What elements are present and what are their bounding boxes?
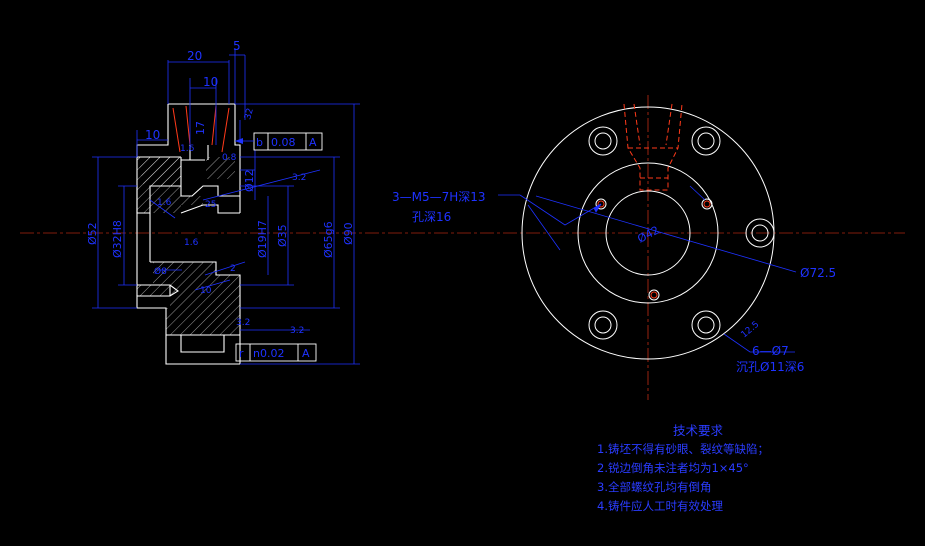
notes-item: 1.铸坯不得有砂眼、裂纹等缺陷；	[597, 442, 769, 456]
hole-note-2: 沉孔Ø11深6	[736, 360, 804, 374]
dim-d19h7: Ø19H7	[256, 220, 269, 258]
notes-title: 技术要求	[673, 423, 724, 438]
tolerance-top-datum: A	[309, 136, 317, 149]
tapped-hole-inner	[597, 200, 711, 299]
dim-d35: Ø35	[276, 224, 289, 247]
notes-item: 2.锐边倒角未注者均为1×45°	[597, 461, 749, 475]
ra-section-5: 3.2	[292, 173, 306, 183]
front-outline	[521, 106, 775, 360]
dim-17: 17	[194, 121, 207, 135]
dim-d42: Ø42	[635, 224, 661, 246]
centerlines	[20, 95, 905, 400]
dim-20: 20	[187, 49, 202, 63]
front-dimension-lines	[498, 185, 797, 353]
dim-5: 5	[233, 39, 241, 53]
ra-section-3: 1.6	[157, 198, 172, 208]
ra-front: 12.5	[740, 320, 762, 341]
dim-d32h8: Ø32H8	[111, 220, 124, 258]
s-10: 10	[200, 286, 212, 296]
tolerance-bottom-datum: A	[302, 347, 310, 360]
tolerance-bottom-symbol: r	[239, 347, 244, 360]
hidden-lines-section	[172, 105, 230, 153]
tolerance-frame-bottom: r n0.02 A	[235, 343, 317, 362]
ra-section-1: 0.8	[222, 153, 237, 163]
tolerance-top-value: 0.08	[271, 136, 296, 149]
ra-section-2: 1.6	[180, 144, 195, 154]
front-view: 3—M5—7H深13 孔深16 Ø42 Ø72.5 6—Ø7 沉孔Ø11深6 1…	[392, 103, 836, 374]
hole-note-1: 6—Ø7	[752, 344, 789, 358]
front-dimension-labels: 3—M5—7H深13 孔深16 Ø42 Ø72.5 6—Ø7 沉孔Ø11深6 1…	[392, 190, 836, 374]
section-dimension-lines	[92, 48, 360, 365]
section-hatch	[137, 157, 240, 335]
dim-d52: Ø52	[86, 222, 99, 245]
ra-section-7: 3.2	[290, 326, 304, 336]
dim-d12: Ø12	[243, 169, 256, 192]
thread-note-1: 3—M5—7H深13	[392, 190, 486, 204]
dim-d90: Ø90	[342, 222, 355, 245]
tolerance-frame-top: b 0.08 A	[235, 132, 323, 151]
section-dimension-labels: 20 5 10 10 17 32 Ø52 Ø32H8 Ø12 Ø19H7 Ø35…	[86, 39, 355, 336]
hidden-lines-front	[623, 103, 683, 191]
dim-d65g6: Ø65g6	[322, 221, 335, 258]
notes-item: 4.铸件应人工时有效处理	[597, 499, 723, 513]
s-25: 25	[205, 200, 216, 210]
dim-d72-5: Ø72.5	[800, 266, 836, 280]
dim-10-top: 10	[203, 75, 218, 89]
section-view: b 0.08 A r n0.02 A 20 5 10 10 17 32 Ø52 …	[86, 39, 360, 365]
thread-note-2: 孔深16	[412, 210, 451, 224]
tolerance-top-symbol: b	[256, 136, 263, 149]
notes-item: 3.全部螺纹孔均有倒角	[597, 480, 712, 494]
ra-32: 32	[243, 107, 256, 121]
s-phi8: Ø8	[154, 266, 167, 277]
tolerance-bottom-value: n0.02	[253, 347, 284, 360]
s-2: 2	[230, 264, 236, 274]
ra-section-6: 3.2	[236, 318, 250, 328]
technical-requirements: 技术要求 1.铸坯不得有砂眼、裂纹等缺陷； 2.锐边倒角未注者均为1×45° 3…	[597, 421, 769, 516]
dim-10-left: 10	[145, 128, 160, 142]
ra-section-4: 1.6	[184, 238, 199, 248]
